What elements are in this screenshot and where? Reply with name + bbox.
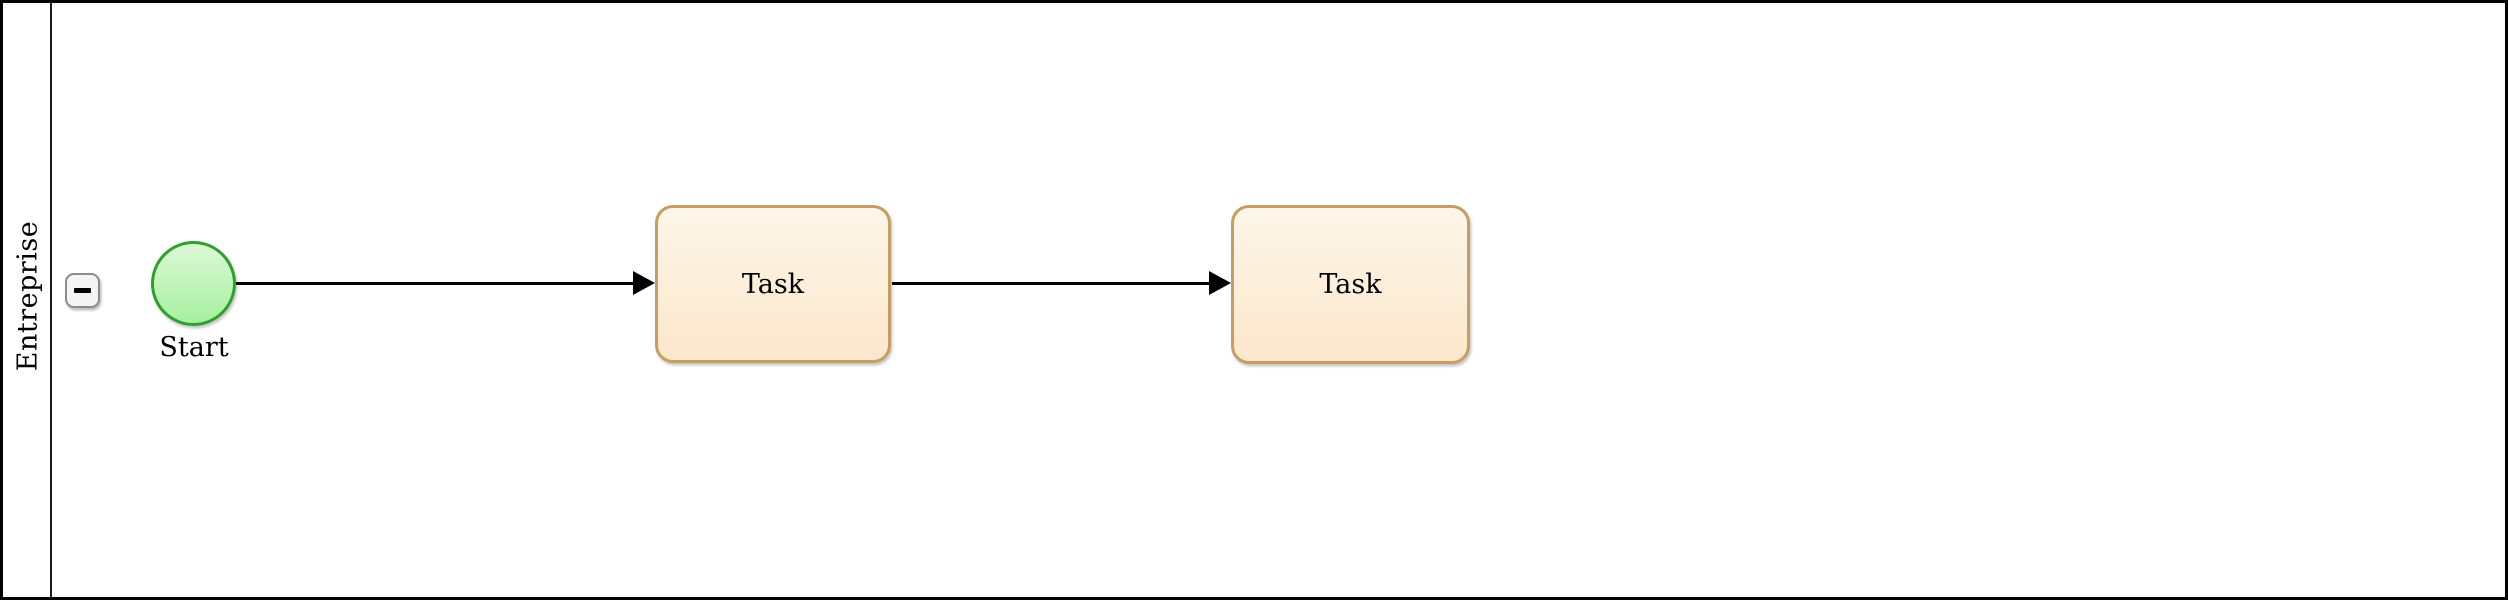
- task-1[interactable]: Task: [655, 205, 891, 363]
- start-event[interactable]: [151, 241, 236, 326]
- start-event-label: Start: [159, 332, 229, 363]
- task-2-label: Task: [1319, 269, 1382, 300]
- arrowhead-icon: [1209, 271, 1231, 295]
- flow-line: [236, 282, 635, 285]
- minus-icon: [74, 288, 91, 293]
- task-2[interactable]: Task: [1231, 205, 1470, 364]
- flow-line: [892, 282, 1211, 285]
- arrowhead-icon: [633, 271, 655, 295]
- collapse-button[interactable]: [65, 273, 100, 308]
- task-1-label: Task: [741, 268, 805, 300]
- pool-header[interactable]: [3, 3, 52, 597]
- pool-label: Entreprise: [12, 220, 44, 372]
